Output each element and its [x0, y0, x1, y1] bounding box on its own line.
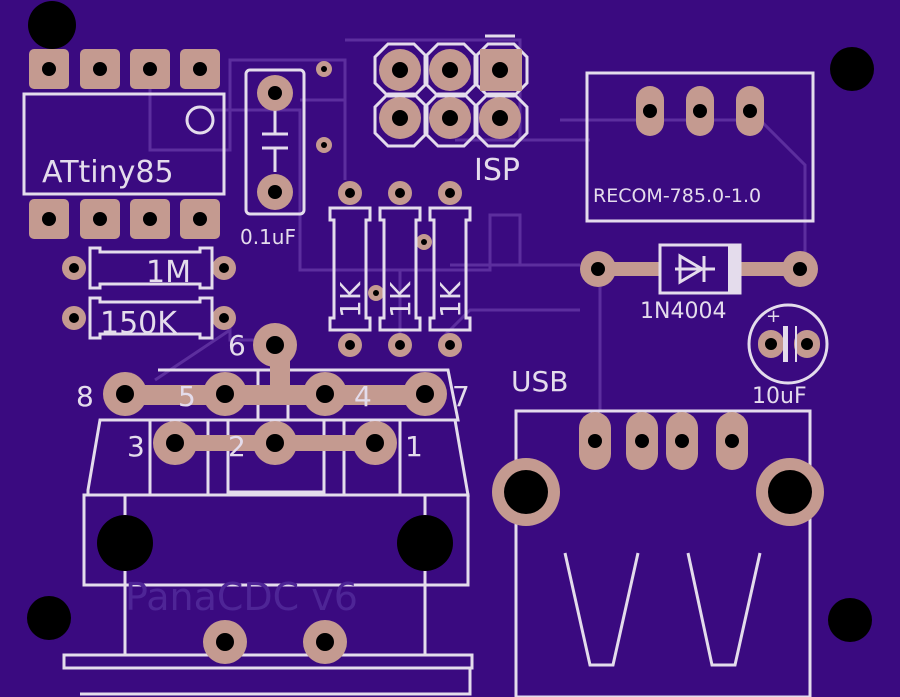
capacitor-0.1uf: 0.1uF — [240, 68, 306, 249]
resistor-1k-c-label: 1K — [434, 281, 467, 318]
din-pins — [103, 323, 447, 664]
resistors-1k: 1K 1K 1K — [328, 181, 472, 357]
resistor-1k-c: 1K — [428, 181, 472, 357]
resistor-1k-a: 1K — [328, 181, 372, 357]
mounting-holes — [27, 1, 874, 642]
resistor-1k-b: 1K — [378, 181, 422, 357]
resistor-1k-b-label: 1K — [384, 281, 417, 318]
din-connector: 1 2 3 4 5 6 7 8 — [62, 323, 474, 696]
mounting-hole-top-right — [830, 47, 874, 91]
attiny85-pins — [29, 49, 220, 239]
din-pin-5: 5 — [178, 380, 196, 413]
resistor-150k: 150K — [62, 296, 236, 341]
mounting-hole-top-left — [28, 1, 76, 49]
board-watermark: PanaCDC v6 — [125, 575, 358, 619]
diode-label: 1N4004 — [640, 299, 726, 324]
resistor-1m: 1M — [62, 246, 236, 290]
din-pin-numbers: 1 2 3 4 5 6 7 8 — [76, 329, 470, 463]
usb-connector: USB — [492, 365, 824, 697]
capacitor-0.1uf-label: 0.1uF — [240, 225, 296, 249]
diode-1n4004: 1N4004 — [580, 243, 818, 324]
usb-label: USB — [511, 365, 568, 398]
resistor-150k-label: 150K — [100, 306, 178, 341]
vias — [316, 61, 432, 301]
attiny85-label: ATtiny85 — [42, 155, 174, 190]
din-pin-1: 1 — [405, 430, 423, 463]
mounting-hole-bottom-left — [27, 596, 71, 640]
mounting-hole-bottom-right — [828, 598, 872, 642]
din-pin-2: 2 — [228, 430, 246, 463]
resistor-1k-a-label: 1K — [334, 281, 367, 318]
din-pin-6: 6 — [228, 329, 246, 362]
capacitor-10uf-label: 10uF — [752, 384, 807, 409]
attiny85-chip: ATtiny85 — [22, 49, 226, 239]
resistor-1m-label: 1M — [146, 255, 191, 290]
capacitor-10uf: + 10uF — [747, 303, 829, 409]
din-pin-8: 8 — [76, 380, 94, 413]
isp-label: ISP — [474, 153, 520, 188]
din-pin-3: 3 — [127, 430, 145, 463]
isp-header: ISP — [373, 34, 529, 188]
recom-regulator: RECOM-785.0-1.0 — [585, 71, 815, 223]
din-pin-7: 7 — [452, 380, 470, 413]
capacitor-plus-sign: + — [766, 306, 781, 327]
din-pin-4: 4 — [354, 380, 372, 413]
regulator-label: RECOM-785.0-1.0 — [593, 185, 761, 207]
